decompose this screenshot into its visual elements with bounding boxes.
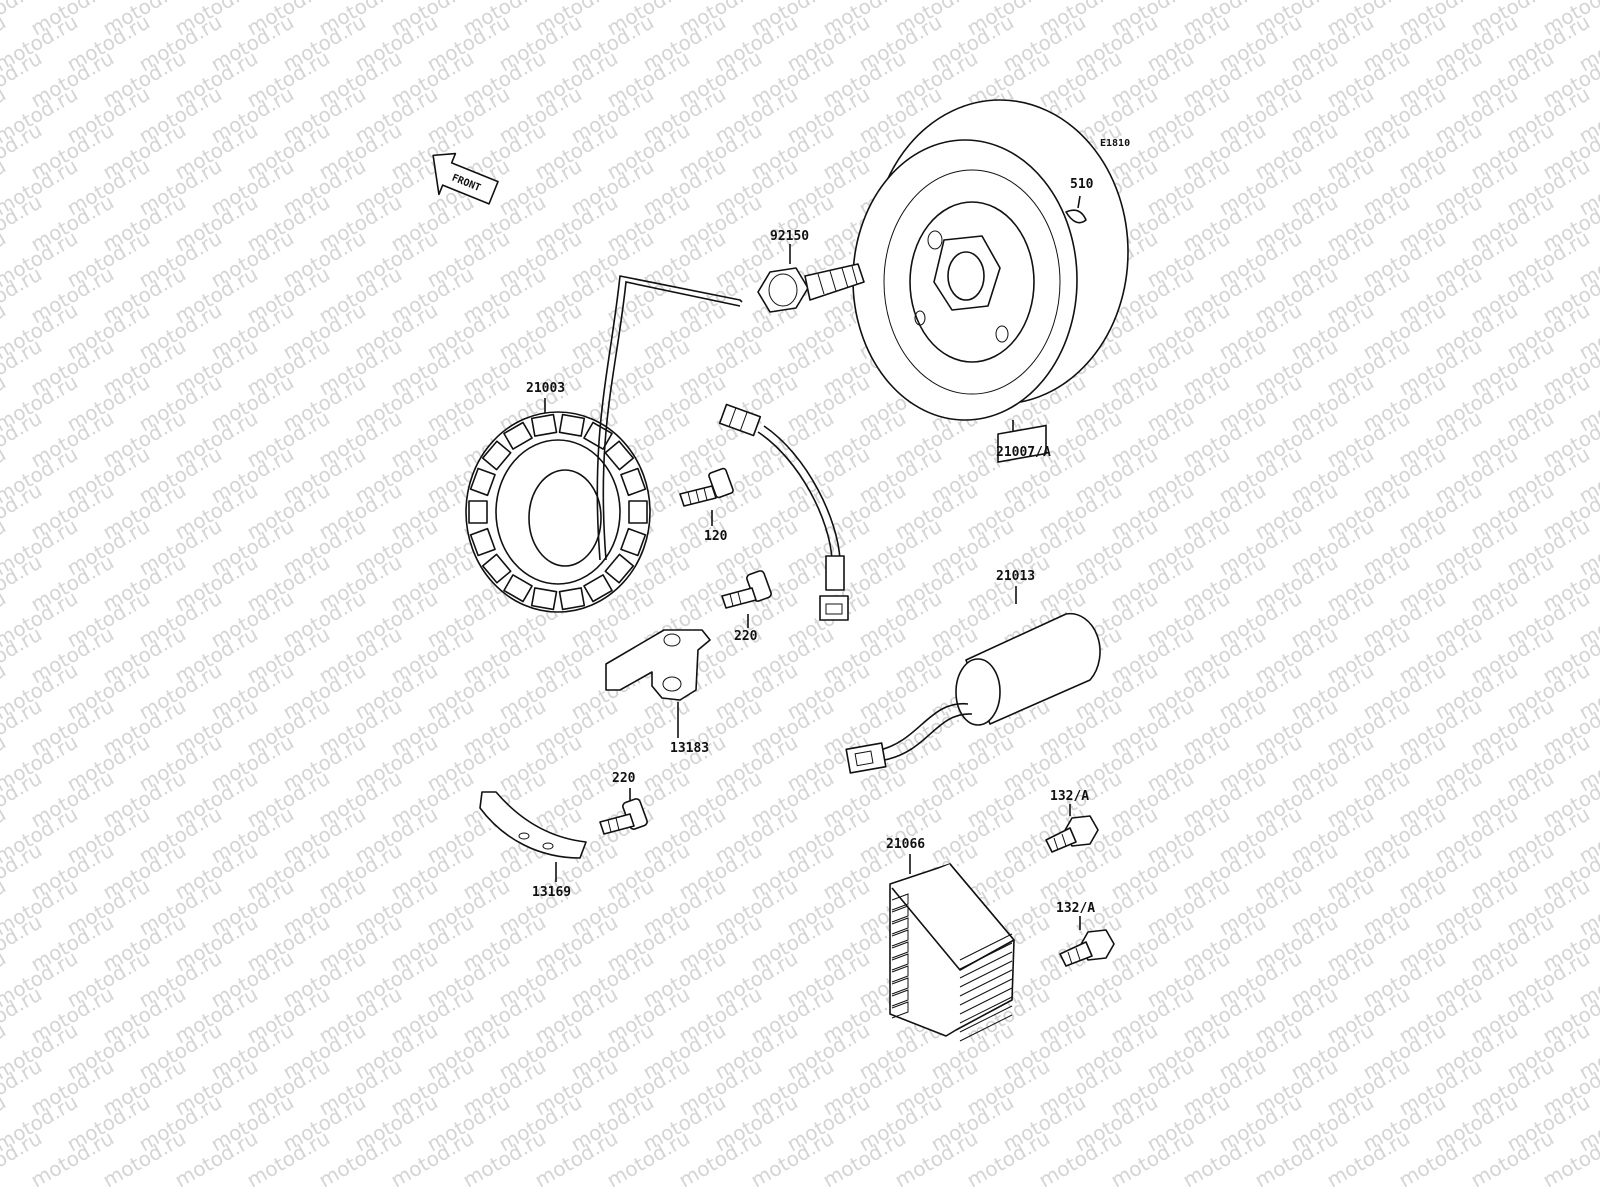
part-number-label-p13183: 13183 (670, 741, 709, 756)
part-number-label-p92150: 92150 (770, 229, 809, 244)
watermark-text: motod.ru (1575, 0, 1600, 4)
part-number-label-p510: 510 (1070, 177, 1094, 192)
part-number-label-p13169: 13169 (532, 885, 571, 900)
part-number-label-p220a: 220 (734, 629, 758, 644)
part-number-label-p21013: 21013 (996, 569, 1035, 584)
part-number-label-p120: 120 (704, 529, 728, 544)
part-number-label-p132b: 132/A (1056, 901, 1095, 916)
part-number-label-p21066: 21066 (886, 837, 925, 852)
part-number-label-p220b: 220 (612, 771, 636, 786)
part-number-label-p21003: 21003 (526, 381, 565, 396)
diagram-code: E1810 (1100, 138, 1130, 149)
part-number-label-p132a: 132/A (1050, 789, 1089, 804)
part-number-label-p21007: 21007/A (996, 445, 1051, 460)
